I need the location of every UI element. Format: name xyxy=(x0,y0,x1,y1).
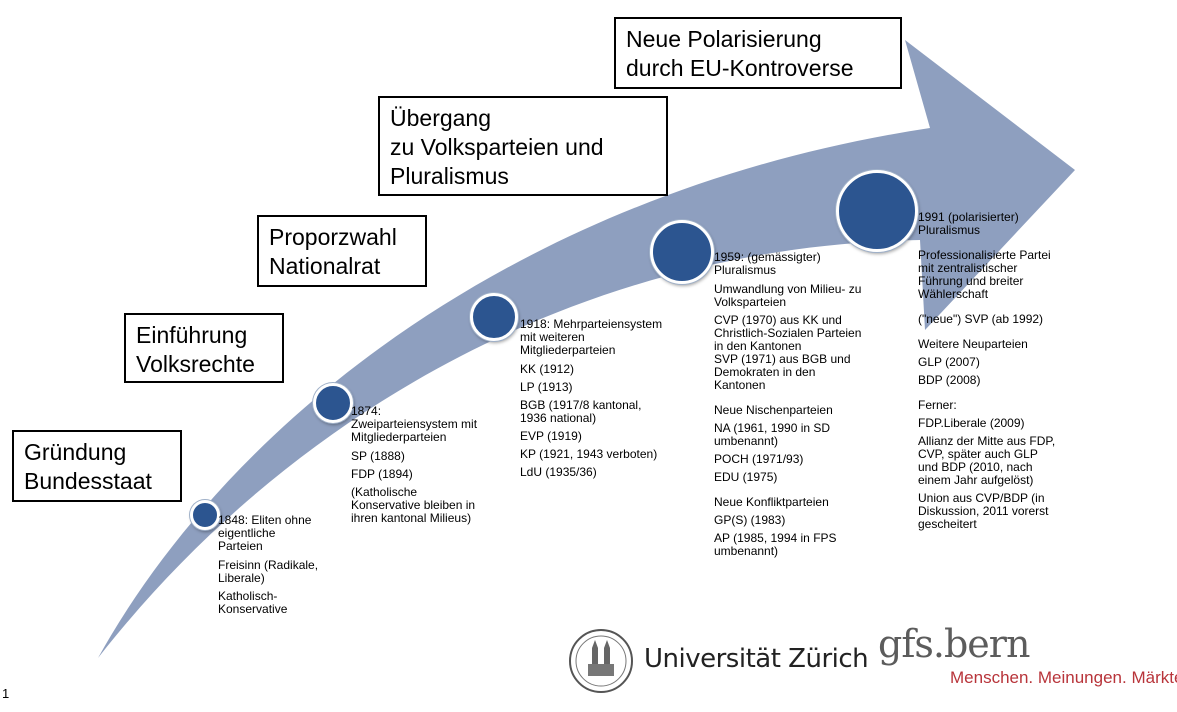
phase-box-volksparteien: Übergang zu Volksparteien und Pluralismu… xyxy=(378,96,668,196)
phase-box-volksrechte: Einführung Volksrechte xyxy=(124,313,284,383)
party-entry: LP (1913) xyxy=(520,380,573,394)
party-entry: POCH (1971/93) xyxy=(714,452,804,466)
party-entry: FDP.Liberale (2009) xyxy=(918,416,1025,430)
milestone-dot-1959 xyxy=(650,220,714,284)
gfs-bern-wordmark: gfs.bern xyxy=(878,622,1030,666)
party-entry: Freisinn (Radikale, Liberale) xyxy=(218,558,319,585)
party-entry: BDP (2008) xyxy=(918,373,981,387)
party-entry: SP (1888) xyxy=(351,449,405,463)
milestone-text-1848: 1848: Eliten ohne eigentliche Parteien F… xyxy=(218,514,348,621)
uzh-seal-icon xyxy=(569,629,633,693)
party-entry: ("neue") SVP (ab 1992) xyxy=(918,312,1044,326)
party-entry: Allianz der Mitte aus FDP, CVP, später a… xyxy=(918,434,1056,487)
party-entry: KP (1921, 1943 verboten) xyxy=(520,447,658,461)
milestone-dot-1848 xyxy=(190,500,220,530)
party-entry: EVP (1919) xyxy=(520,429,582,443)
group-heading: Umwandlung von Milieu- zu Volksparteien xyxy=(714,282,862,309)
party-entry: Union aus CVP/BDP (in Diskussion, 2011 v… xyxy=(918,491,1049,531)
party-entry: LdU (1935/36) xyxy=(520,465,597,479)
curved-arrow-shape xyxy=(98,40,1075,658)
milestone-text-1959: 1959: (gemässigter) Pluralismus Umwandlu… xyxy=(714,251,904,563)
party-entry: GP(S) (1983) xyxy=(714,513,786,527)
milestone-text-1918: 1918: Mehrparteiensystem mit weiteren Mi… xyxy=(520,318,695,484)
party-entry: Katholisch- Konservative xyxy=(218,589,288,616)
uzh-logo: Universität Zürich xyxy=(566,628,869,694)
milestone-heading: 1918: Mehrparteiensystem mit weiteren Mi… xyxy=(520,317,663,357)
gfs-bern-tagline: Menschen. Meinungen. Märkte. xyxy=(950,668,1177,687)
milestone-dot-1991 xyxy=(836,170,918,252)
group-heading: Neue Nischenparteien xyxy=(714,403,833,417)
milestone-heading: 1874: Zweiparteiensystem mit Mitgliederp… xyxy=(351,404,478,444)
party-entry: CVP (1970) aus KK und Christlich-Soziale… xyxy=(714,313,862,392)
party-entry: AP (1985, 1994 in FPS umbenannt) xyxy=(714,531,837,558)
milestone-heading: 1991 (polarisierter) Pluralismus xyxy=(918,210,1019,237)
group-heading: Weitere Neuparteien xyxy=(918,337,1028,351)
milestone-dot-1874 xyxy=(313,383,353,423)
party-entry: KK (1912) xyxy=(520,362,575,376)
phase-box-gruendung: Gründung Bundesstaat xyxy=(12,430,182,502)
uzh-wordmark: Universität Zürich xyxy=(644,644,869,674)
milestone-text-1874: 1874: Zweiparteiensystem mit Mitgliederp… xyxy=(351,405,511,530)
milestone-heading: 1959: (gemässigter) Pluralismus xyxy=(714,250,821,277)
party-entry: NA (1961, 1990 in SD umbenannt) xyxy=(714,421,831,448)
group-heading: Neue Konfliktparteien xyxy=(714,495,829,509)
party-entry: BGB (1917/8 kantonal, 1936 national) xyxy=(520,398,642,425)
party-entry: (Katholische Konservative bleiben in ihr… xyxy=(351,485,476,525)
page-number: 1 xyxy=(2,686,10,701)
group-heading: Professionalisierte Partei mit zentralis… xyxy=(918,248,1051,301)
phase-box-proporzwahl: Proporzwahl Nationalrat xyxy=(257,215,427,287)
phase-box-eu-kontroverse: Neue Polarisierung durch EU-Kontroverse xyxy=(614,17,902,89)
group-heading: Ferner: xyxy=(918,398,957,412)
party-entry: FDP (1894) xyxy=(351,467,413,481)
party-entry: GLP (2007) xyxy=(918,355,980,369)
party-entry: EDU (1975) xyxy=(714,470,778,484)
milestone-text-1991: 1991 (polarisierter) Pluralismus Profess… xyxy=(918,211,1088,536)
milestone-heading: 1848: Eliten ohne eigentliche Parteien xyxy=(218,513,312,553)
milestone-dot-1918 xyxy=(470,293,518,341)
